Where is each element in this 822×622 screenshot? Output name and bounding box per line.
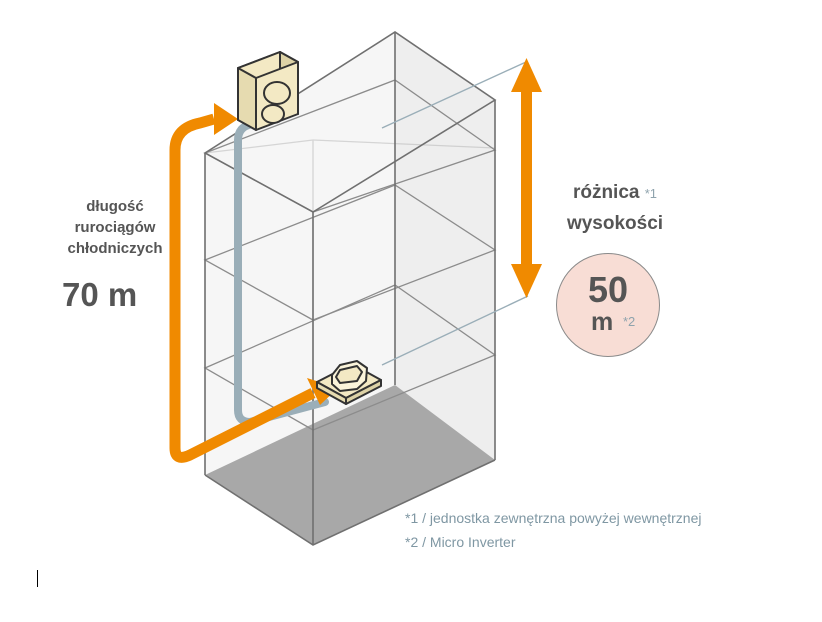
height-arrow	[511, 58, 542, 298]
height-value: 50	[587, 269, 629, 310]
text-cursor	[37, 570, 38, 587]
pipe-length-label-line1: długość	[86, 198, 144, 215]
height-difference-label: różnica *1 wysokości	[540, 178, 690, 239]
pipe-length-label: długość rurociągów chłodniczych	[40, 196, 190, 259]
height-unit: m	[591, 308, 614, 336]
pipe-length-value: 70 m	[62, 276, 138, 313]
height-label-line2: wysokości	[566, 213, 664, 234]
height-value-circle: 50 m *2	[556, 253, 660, 357]
pipe-arrow-head-top	[214, 103, 238, 135]
outdoor-unit-icon	[237, 51, 299, 131]
pipe-length-label-line3: chłodniczych	[67, 240, 163, 257]
footnote-2: *2 / Micro Inverter	[405, 534, 516, 550]
building-outline	[203, 31, 497, 546]
height-label-line1: różnica *1	[540, 178, 690, 209]
pipe-length-arrow	[169, 113, 316, 463]
indoor-unit-icon	[316, 360, 382, 405]
building-floor	[205, 385, 495, 545]
footnote-1: *1 / jednostka zewnętrzna powyżej wewnęt…	[405, 510, 702, 526]
building-right-face	[395, 32, 495, 460]
leader-lines	[381, 61, 529, 366]
height-label-text: różnica	[572, 182, 640, 203]
height-label-note-ref: *1	[644, 186, 658, 201]
height-unit-note-ref: *2	[623, 314, 636, 329]
pipe-length-label-line2: rurociągów	[74, 219, 156, 236]
